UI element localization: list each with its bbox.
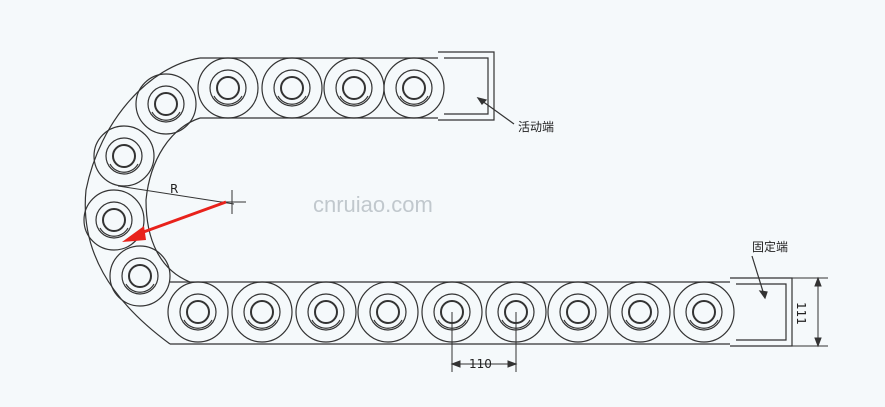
pitch-label: 110 — [469, 357, 492, 371]
chain-link — [135, 73, 197, 135]
chain-link — [261, 57, 323, 119]
chain-link — [197, 57, 259, 119]
watermark: cnruiao.com — [313, 192, 433, 217]
pitch-dimension — [450, 312, 518, 372]
fixed-end-label: 固定端 — [752, 240, 789, 254]
chain-link — [295, 281, 357, 343]
fixed-end-bracket — [730, 255, 793, 347]
chain-rail — [145, 117, 201, 283]
chain-rail — [84, 57, 201, 345]
moving-end-bracket — [438, 51, 515, 125]
chain-link — [357, 281, 419, 343]
chain-link — [83, 189, 145, 251]
chain-link — [93, 125, 155, 187]
chain-link — [383, 57, 445, 119]
red-arrow — [122, 200, 227, 242]
chain-link — [673, 281, 735, 343]
height-label: 111 — [794, 302, 808, 325]
moving-end-label: 活动端 — [518, 120, 555, 134]
chain-link — [167, 281, 229, 343]
radius-indicator — [117, 185, 246, 214]
height-dimension — [792, 276, 828, 348]
radius-label: R — [170, 182, 179, 196]
chain-link — [609, 281, 671, 343]
chain-link — [547, 281, 609, 343]
chain-link — [109, 245, 171, 307]
chain-link — [323, 57, 385, 119]
chain-link — [231, 281, 293, 343]
